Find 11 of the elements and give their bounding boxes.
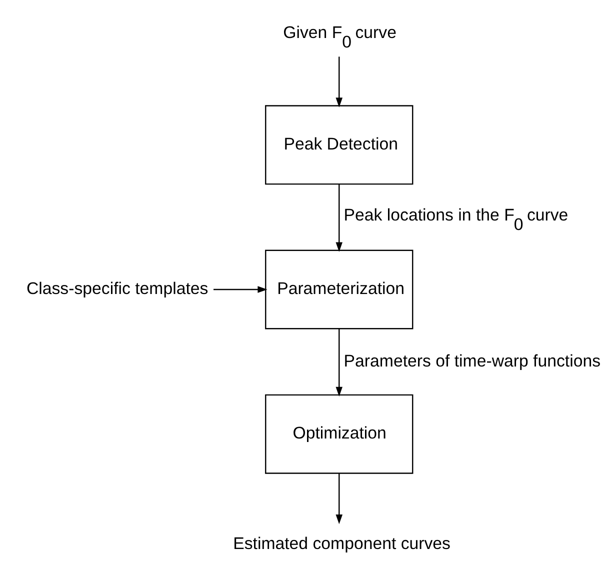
arrow <box>336 56 342 108</box>
node-box: Optimization <box>265 394 414 474</box>
node-box: Parameterization <box>265 250 414 330</box>
edge-label: Parameters of time-warp functions <box>344 351 601 370</box>
node-text: Estimated component curves <box>233 534 451 553</box>
node-box: Peak Detection <box>265 105 414 185</box>
node-text: Class-specific templates <box>26 278 208 298</box>
arrow <box>336 328 342 396</box>
arrow <box>336 184 342 252</box>
arrow <box>214 286 268 293</box>
arrow <box>336 473 342 524</box>
